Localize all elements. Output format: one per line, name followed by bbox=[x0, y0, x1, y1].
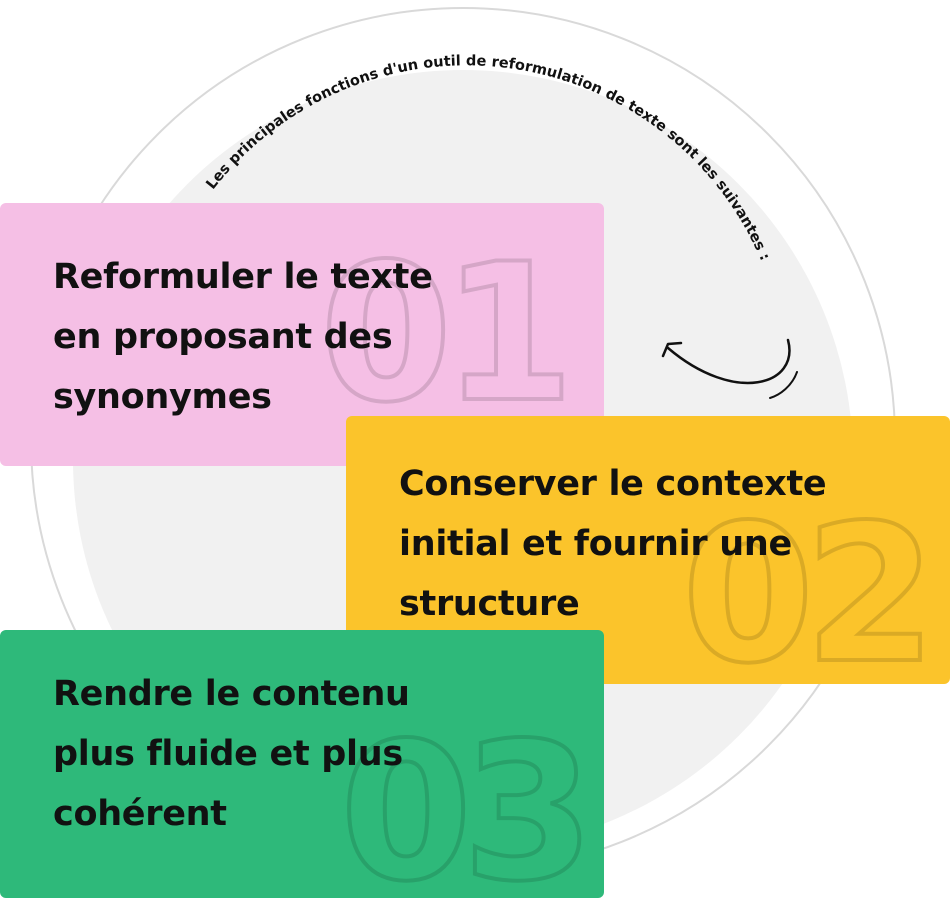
curved-arrow-icon bbox=[661, 338, 798, 399]
item-text-1: Reformuler le texte en proposant des syn… bbox=[53, 247, 573, 427]
item-3-line-2: plus fluide et plus bbox=[53, 734, 403, 774]
item-card-3: 03 Rendre le contenu plus fluide et plus… bbox=[0, 630, 604, 898]
item-2-line-1: Conserver le contexte bbox=[399, 464, 827, 504]
item-1-line-3: synonymes bbox=[53, 377, 272, 417]
item-3-line-3: cohérent bbox=[53, 794, 227, 834]
item-text-3: Rendre le contenu plus fluide et plus co… bbox=[53, 664, 573, 844]
item-2-line-2: initial et fournir une bbox=[399, 524, 792, 564]
item-1-line-1: Reformuler le texte bbox=[53, 257, 433, 297]
item-3-line-1: Rendre le contenu bbox=[53, 674, 410, 714]
item-card-1: 01 Reformuler le texte en proposant des … bbox=[0, 203, 604, 466]
item-text-2: Conserver le contexte initial et fournir… bbox=[399, 454, 929, 634]
item-number-3: 03 bbox=[338, 702, 596, 898]
item-number-2: 02 bbox=[680, 484, 938, 685]
item-1-line-2: en proposant des bbox=[53, 317, 393, 357]
item-number-1: 01 bbox=[318, 223, 576, 444]
item-2-line-3: structure bbox=[399, 584, 580, 624]
